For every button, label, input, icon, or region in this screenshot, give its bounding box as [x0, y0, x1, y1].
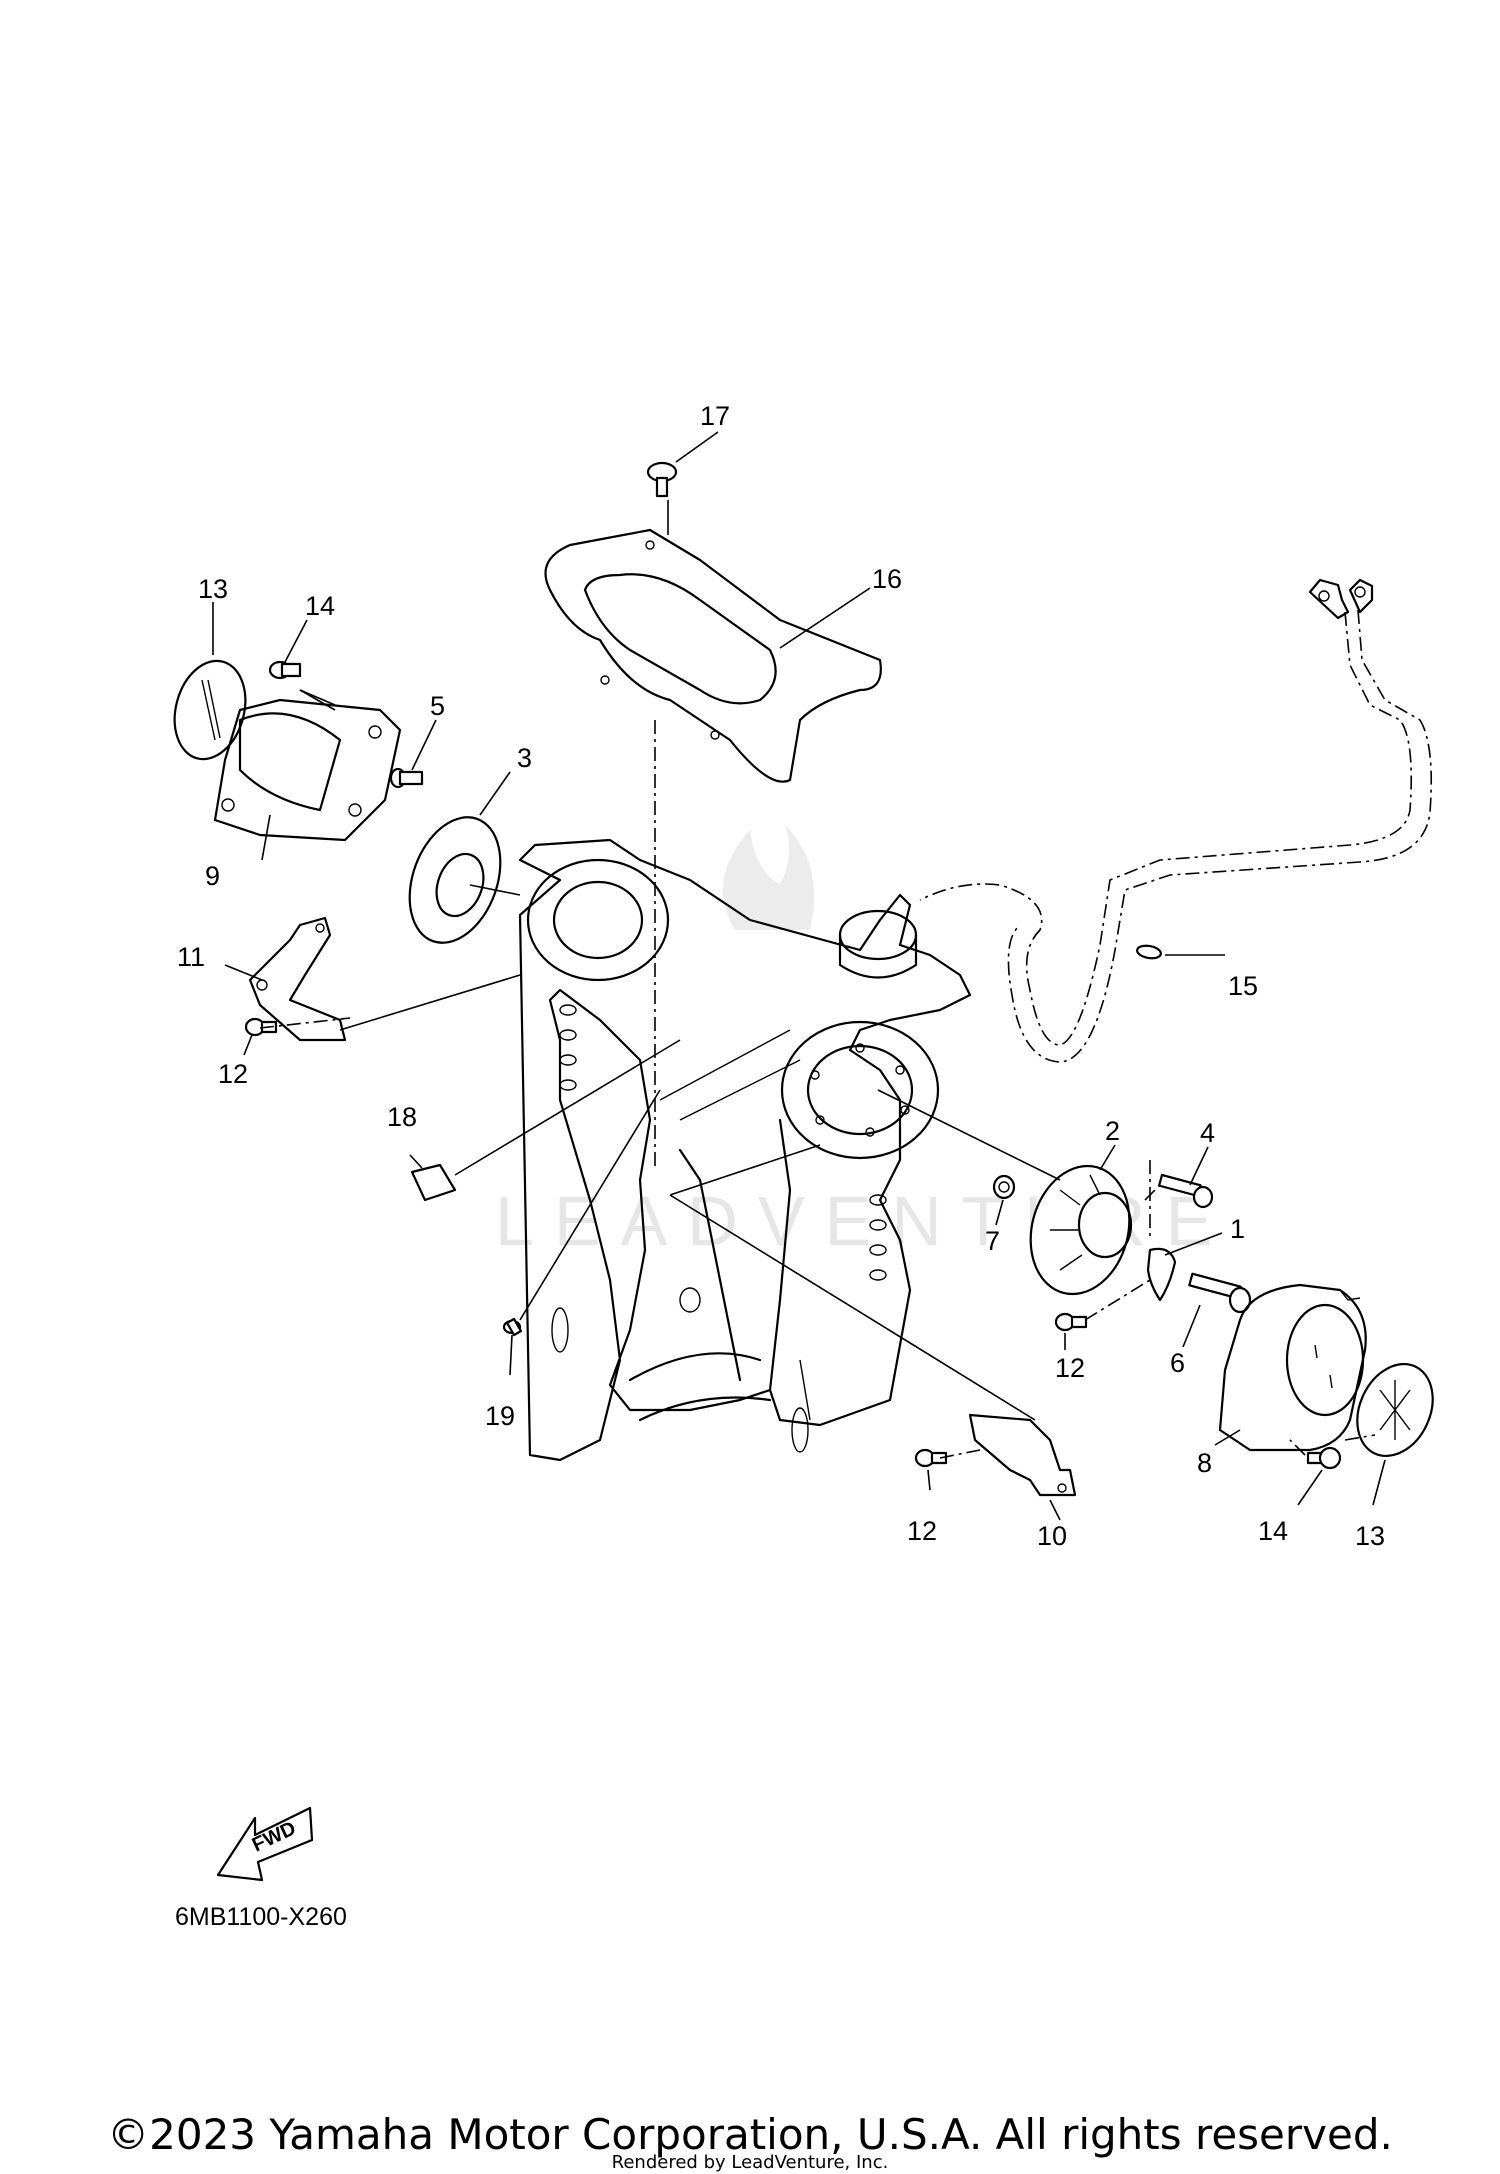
- part-5-bolt: [389, 767, 424, 789]
- callout-10: 10: [1037, 1521, 1067, 1551]
- callout-12-a: 12: [218, 1059, 248, 1089]
- part-19-screw: [502, 1317, 523, 1337]
- part-9-cover-left: [213, 698, 402, 842]
- callout-12-b: 12: [1055, 1353, 1085, 1383]
- callout-14-left: 14: [305, 591, 335, 621]
- part-3-plate: [408, 816, 502, 944]
- part-16-cover: [544, 528, 882, 783]
- callout-1: 1: [1230, 1214, 1245, 1244]
- callout-13-right: 13: [1355, 1521, 1385, 1551]
- part-17-bolt: [646, 461, 678, 498]
- part-14-bolt-left: [268, 660, 302, 680]
- part-7-nut: [992, 1174, 1016, 1200]
- sensor-cable: [919, 578, 1432, 1063]
- callout-14-right: 14: [1258, 1516, 1288, 1546]
- copyright-notice: ©2023 Yamaha Motor Corporation, U.S.A. A…: [107, 2110, 1393, 2159]
- callout-7: 7: [985, 1226, 1000, 1256]
- callout-17: 17: [700, 401, 730, 431]
- fwd-arrow-icon: FWD: [216, 1806, 314, 1882]
- callout-3: 3: [517, 743, 532, 773]
- part-2-sensor-plate: [1029, 1164, 1133, 1296]
- callout-5: 5: [430, 691, 445, 721]
- callout-12-c: 12: [907, 1516, 937, 1546]
- part-12-bolt-b: [1054, 1312, 1088, 1332]
- callout-19: 19: [485, 1401, 515, 1431]
- part-13-cap-left: [173, 659, 247, 761]
- part-10-bracket: [968, 1413, 1077, 1497]
- part-1-retainer: [1146, 1247, 1177, 1302]
- rendered-by-credit: Rendered by LeadVenture, Inc.: [611, 2152, 889, 2173]
- part-8-cover-right: [1218, 1283, 1367, 1452]
- part-13-cap-right: [1356, 1362, 1434, 1458]
- part-15-oring: [1136, 944, 1162, 960]
- part-11-bracket: [248, 916, 347, 1042]
- part-4-bolt: [1158, 1173, 1214, 1209]
- part-18-clip: [410, 1163, 457, 1202]
- part-12-bolt-c: [914, 1448, 948, 1468]
- part-6-bolt: [1188, 1272, 1252, 1314]
- swingarm: [518, 838, 972, 1462]
- callout-11: 11: [177, 942, 205, 972]
- callout-6: 6: [1170, 1348, 1185, 1378]
- callout-16: 16: [872, 564, 902, 594]
- callout-4: 4: [1200, 1118, 1215, 1148]
- callout-2: 2: [1105, 1116, 1120, 1146]
- callout-15: 15: [1228, 971, 1258, 1001]
- drawing-code: 6MB1100-X260: [175, 1903, 347, 1931]
- callout-8: 8: [1197, 1448, 1212, 1478]
- callout-9: 9: [205, 861, 220, 891]
- leader-lines: [212, 431, 1386, 1521]
- callout-13-left: 13: [198, 574, 228, 604]
- callout-labels: 1 2 3 4 5 6 7 8 9 10 11 12 12 12 13 13 1…: [177, 401, 1385, 1551]
- part-14-bolt-right: [1306, 1446, 1342, 1470]
- callout-18: 18: [387, 1102, 417, 1132]
